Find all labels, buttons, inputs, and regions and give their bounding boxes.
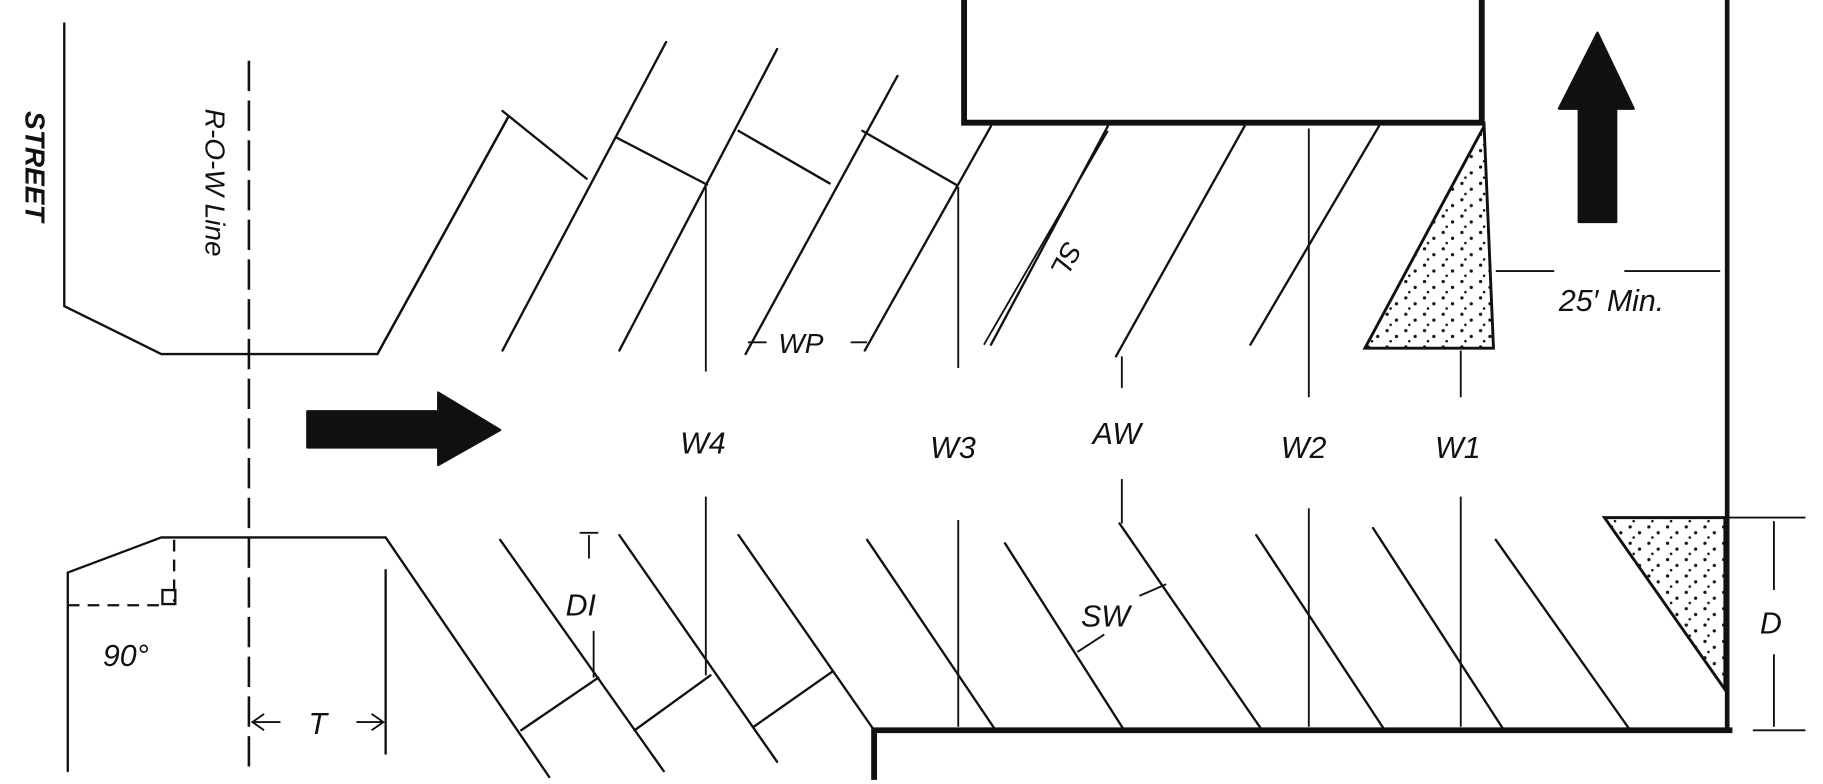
building-top [961,0,1485,126]
aw-label: AW [1091,417,1145,451]
lower-stall-lines [498,522,1632,773]
d-label: D [1760,606,1782,640]
w2-label: W2 [1281,431,1327,465]
w1-label: W1 [1435,431,1481,465]
throat-label: T [309,707,330,741]
entrance-upper-boundary [63,22,510,356]
arrow-right-icon [306,391,502,467]
row-line-label: R-O-W Line [200,109,231,257]
building-bottom [871,727,1733,780]
island-upper [1362,120,1495,350]
wp-label: WP [778,328,823,359]
right-angle-marker [67,539,177,607]
dimension-lines [579,128,1806,732]
sw-label: SW [1081,599,1133,633]
entrance-lower-boundary [66,536,551,779]
sl-label: SL [1044,237,1087,282]
angle-label: 90° [103,639,149,673]
w3-label: W3 [930,431,976,465]
di-label: DI [566,589,597,623]
min-25-label: 25′ Min. [1558,284,1664,318]
street-label: STREET [20,111,51,224]
island-lower [1601,516,1727,694]
w4-label: W4 [680,426,726,460]
upper-stall-lines [376,40,1381,358]
throat-dimension [250,713,385,732]
arrow-up-icon [1557,31,1635,224]
